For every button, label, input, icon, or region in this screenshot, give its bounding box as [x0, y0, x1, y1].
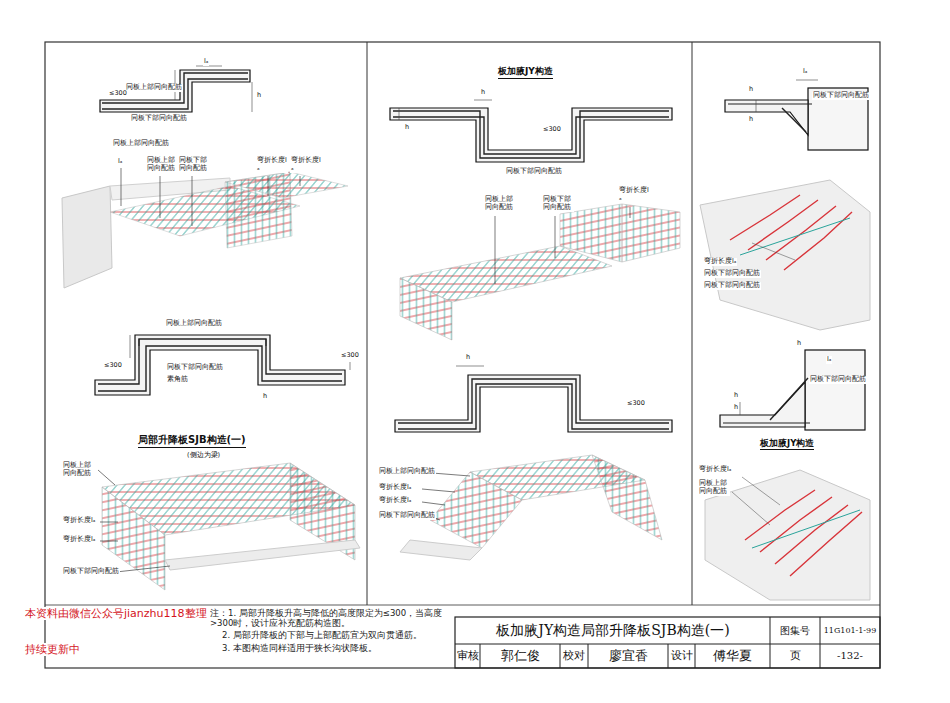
figure-heading: 板加腋JY构造: [498, 66, 553, 79]
rebar-label: 同板下部同向配筋: [178, 157, 210, 173]
figure-heading: 板加腋JY构造: [760, 438, 814, 450]
rebar-label: 同板下部同向配筋: [62, 568, 120, 576]
figure-heading: 局部升降板SJB构造(一): [138, 434, 246, 448]
rebar-label: 同板下部同向配筋: [809, 376, 867, 384]
rebar-label: ≤300: [103, 362, 123, 370]
rebar-label: ≤300: [340, 352, 360, 360]
rebar-label: h: [748, 116, 754, 124]
rebar-label: 同板上部同向配筋: [698, 480, 730, 496]
rebar-label: h: [733, 392, 739, 400]
rebar-label: h: [733, 404, 739, 412]
rebar-label: 同板下部同向配筋: [130, 115, 188, 123]
rebar-label: 同板上部同向配筋: [125, 84, 183, 92]
rebar-label: lₐ: [117, 158, 123, 166]
rebar-label: h: [256, 92, 262, 100]
rebar-label: h: [404, 124, 410, 132]
rebar-label: lₐ: [203, 58, 209, 66]
note-text: 3. 本图构造同样适用于狭长沟状降板。: [222, 643, 453, 653]
rebar-label: 弯折长度lₐ: [62, 517, 96, 525]
rebar-label: h: [262, 393, 268, 401]
rebar-label: 弯折长度lₐ: [703, 258, 737, 266]
title-block-cell: 校对: [560, 644, 588, 668]
title-block-cell: 设计: [668, 644, 695, 668]
rebar-label: ≤300: [108, 90, 128, 98]
title-block-cell: 廖宜香: [588, 644, 668, 668]
title-block-cell: 郭仁俊: [480, 644, 560, 668]
rebar-label: 同板下部同向配筋: [542, 196, 574, 212]
rebar-label: lₐ: [802, 68, 808, 76]
rebar-label: 同板上部同向配筋: [165, 320, 223, 328]
drawing-title: 板加腋JY构造局部升降板SJB构造(一): [458, 617, 768, 644]
rebar-label: h: [480, 89, 486, 97]
rebar-label: 同板下部同向配筋: [703, 282, 761, 290]
rebar-label: 同板下部同向配筋: [166, 364, 224, 372]
note-text: 注：1. 局部升降板升高与降低的高度限定为≤300，当高度>300时，设计应补充…: [210, 608, 453, 628]
rebar-label: h: [465, 354, 471, 362]
rebar-label: 弯折长度lₐ: [378, 497, 412, 505]
title-block-cell: 11G101-1-99: [820, 617, 880, 644]
title-block-cell: 页: [770, 644, 820, 668]
rebar-label: 同板上部同向配筋: [146, 157, 178, 173]
rebar-label: 同板上部同向配筋: [112, 140, 170, 148]
rebar-label: 同板上部同向配筋: [378, 468, 436, 476]
rebar-label: 同板上部同向配筋: [484, 196, 516, 212]
rebar-label: 弯折长度lₐ: [62, 536, 96, 544]
rebar-label: 同板下部同向配筋: [812, 92, 870, 100]
rebar-label: h: [796, 340, 802, 348]
rebar-label: 同板下部同向配筋: [378, 512, 436, 520]
title-block-cell: -132-: [820, 644, 880, 668]
rebar-label: 同板下部同向配筋: [505, 168, 563, 176]
note-text: 2. 局部升降板的下部与上部配筋宜为双向贯通筋。: [222, 630, 453, 640]
title-block-cell: 傅华夏: [695, 644, 770, 668]
title-block-cell: 审核: [455, 644, 480, 668]
rebar-label: 弯折长度lₐ: [378, 484, 412, 492]
rebar-label: (侧边为梁): [186, 452, 221, 460]
rebar-label: 素角筋: [166, 376, 189, 384]
rebar-label: 同板下部同向配筋: [703, 270, 761, 278]
rebar-label: 弯折长度lₐ: [256, 157, 288, 173]
rebar-label: 同板上部同向配筋: [62, 462, 94, 478]
rebar-label: ≤300: [542, 126, 562, 134]
title-block-cell: 图集号: [770, 617, 820, 644]
rebar-label: lₐ: [826, 356, 832, 364]
rebar-label: 弯折长度lₐ: [698, 466, 732, 474]
rebar-label: h: [748, 86, 754, 94]
watermark: 本资料由微信公众号jianzhu118整理: [24, 607, 208, 620]
rebar-label: ≤300: [626, 400, 646, 408]
rebar-label: 弯折长度lₐ: [290, 157, 322, 173]
watermark: 持续更新中: [24, 643, 208, 656]
rebar-label: 弯折长度lₐ: [618, 187, 650, 203]
